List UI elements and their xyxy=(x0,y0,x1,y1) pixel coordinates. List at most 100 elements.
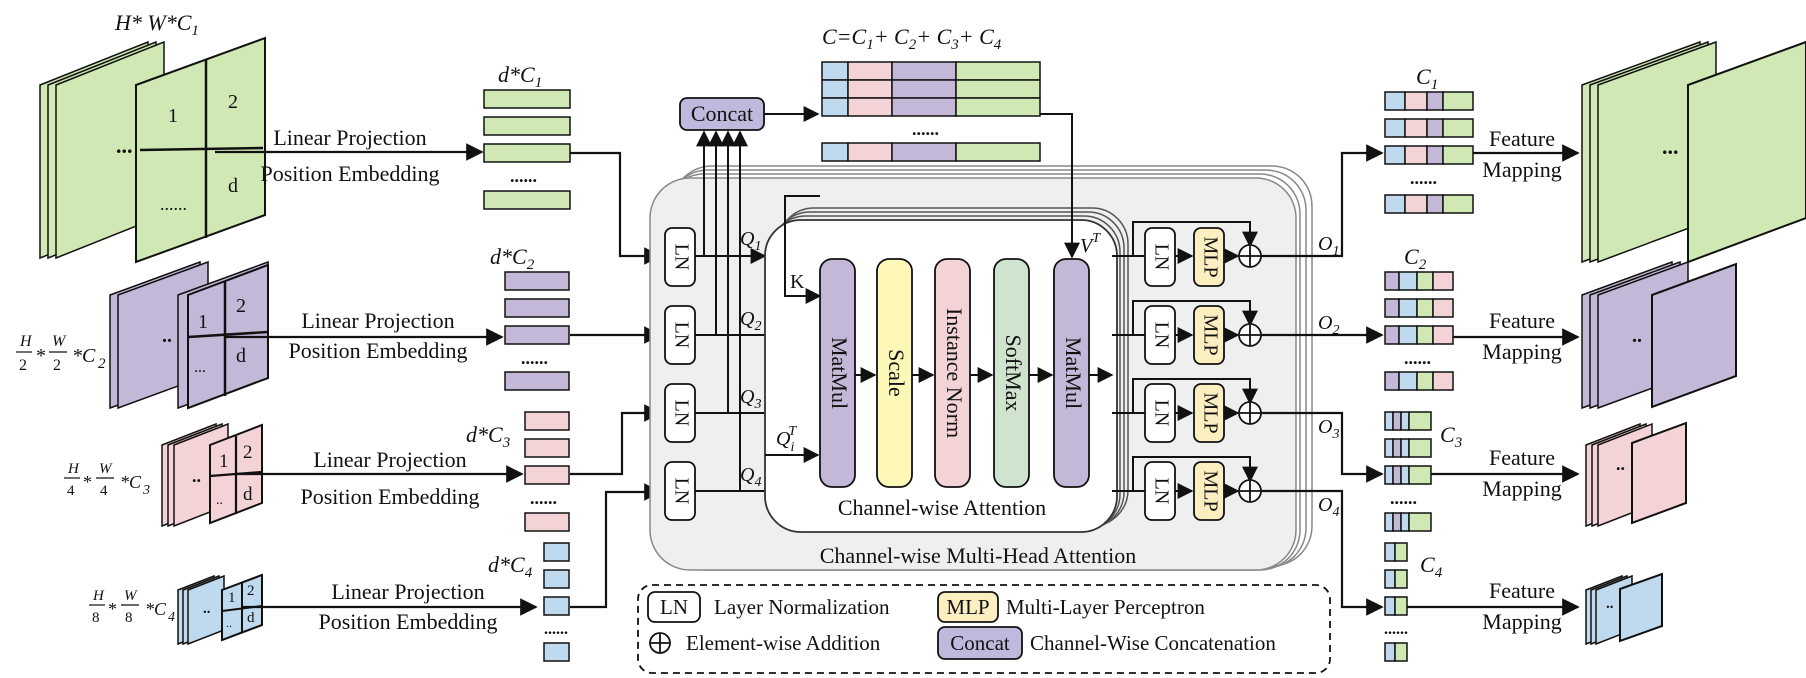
tile-dots: ...... xyxy=(160,194,187,214)
branch-3: LN MLP xyxy=(1112,378,1262,443)
svg-text:LN: LN xyxy=(1150,244,1172,271)
token-dots: ...... xyxy=(530,488,557,508)
tile-label: 1 xyxy=(228,590,236,606)
stack-ellipsis: .. xyxy=(1616,454,1625,474)
token-dots: ...... xyxy=(521,348,548,368)
tile-label: 2 xyxy=(228,91,238,113)
output-c-label: C3 xyxy=(1440,422,1462,451)
tile-label: 1 xyxy=(198,311,208,333)
svg-text:LN: LN xyxy=(1150,400,1172,427)
token-stack-3: d*C3 ...... xyxy=(466,411,570,532)
stack-ellipsis: ... xyxy=(116,133,133,158)
svg-text:Mapping: Mapping xyxy=(1482,609,1561,634)
token-stack-1: d*C1 ...... xyxy=(483,62,571,210)
svg-text:LN: LN xyxy=(670,322,692,349)
tile-label: d xyxy=(243,484,253,505)
svg-text:MLP: MLP xyxy=(1199,392,1221,433)
svg-text:*: * xyxy=(83,472,92,492)
token-to-ln-connectors xyxy=(570,151,662,609)
svg-text:Mapping: Mapping xyxy=(1482,339,1561,364)
token-dots: ...... xyxy=(510,166,537,186)
projection-row-2: Linear Projection Position Embedding xyxy=(225,308,504,363)
svg-text:Feature: Feature xyxy=(1489,308,1555,333)
legend-item-addition: Element-wise Addition xyxy=(649,631,881,655)
svg-text:Instance Norm: Instance Norm xyxy=(942,308,967,438)
concat-token-grid: C=C1+ C2+ C3+ C4 ...... xyxy=(821,24,1041,162)
svg-text:2: 2 xyxy=(19,357,27,374)
token-dim-label: d*C2 xyxy=(490,244,535,273)
query-label: Q3 xyxy=(740,386,761,412)
projection-label-line1: Linear Projection xyxy=(331,579,484,604)
svg-text:*C: *C xyxy=(145,599,167,619)
block-softmax: SoftMax xyxy=(993,258,1030,488)
v-label: VT xyxy=(1080,231,1101,257)
svg-text:*C: *C xyxy=(72,345,96,367)
svg-text:Multi-Layer Perceptron: Multi-Layer Perceptron xyxy=(1006,595,1205,619)
svg-text:MLP: MLP xyxy=(946,595,989,619)
tile-dots: .. xyxy=(226,616,232,630)
svg-text:2: 2 xyxy=(98,356,106,372)
stack-ellipsis: ... xyxy=(1662,134,1679,159)
block-instance-norm: Instance Norm xyxy=(934,258,971,488)
svg-text:8: 8 xyxy=(92,610,100,626)
svg-text:H: H xyxy=(92,588,105,604)
svg-text:LN: LN xyxy=(1150,322,1172,349)
tile-label: d xyxy=(228,175,238,197)
output-feature-map-1: ... xyxy=(1581,40,1806,264)
output-tokens-3: C3 ...... xyxy=(1384,411,1462,532)
svg-text:LN: LN xyxy=(1150,478,1172,505)
block-scale: Scale xyxy=(876,258,913,488)
token-dots: ...... xyxy=(1410,168,1437,188)
svg-text:W: W xyxy=(124,588,138,604)
stack-ellipsis: .. xyxy=(162,325,172,347)
svg-text:MLP: MLP xyxy=(1199,314,1221,355)
query-lines xyxy=(695,248,767,492)
query-label: Q4 xyxy=(740,464,761,490)
svg-text:Layer Normalization: Layer Normalization xyxy=(714,595,890,619)
input-feature-map-3: 1 2 d .. .. H 4 * W 4 *C 3 xyxy=(64,422,263,528)
tile-label: 1 xyxy=(168,105,178,127)
svg-text:MatMul: MatMul xyxy=(1061,337,1086,409)
projection-label-line2: Position Embedding xyxy=(260,161,439,186)
token-dots: ...... xyxy=(1404,348,1431,368)
stack-ellipsis: .. xyxy=(203,601,211,617)
qi-label: QiT xyxy=(776,424,797,455)
svg-text:Feature: Feature xyxy=(1489,578,1555,603)
stack-ellipsis: .. xyxy=(1632,325,1642,347)
input-dim-label: H* W*C1 xyxy=(114,10,199,39)
output-feature-map-3: .. xyxy=(1585,421,1687,528)
cwa-title: Channel-wise Attention xyxy=(838,495,1046,520)
token-dots: ...... xyxy=(544,621,568,638)
token-dim-label: d*C1 xyxy=(498,62,542,91)
block-matmul-2: MatMul xyxy=(1053,258,1090,488)
svg-text:Scale: Scale xyxy=(884,349,909,397)
projection-label-line1: Linear Projection xyxy=(313,447,466,472)
output-c-label: C2 xyxy=(1404,244,1427,273)
output-feature-map-4: .. xyxy=(1585,572,1663,646)
feature-mapping-4: Feature Mapping xyxy=(1407,578,1580,634)
output-label: O3 xyxy=(1318,416,1339,442)
input-dim-label: H 8 * W 8 *C 4 xyxy=(89,588,175,626)
svg-text:H: H xyxy=(67,461,80,477)
token-dim-label: d*C3 xyxy=(466,422,510,451)
block-matmul-1: MatMul xyxy=(819,258,856,488)
query-label: Q2 xyxy=(740,308,761,334)
input-feature-map-1: 1 2 d ...... ... H* W*C1 xyxy=(39,10,266,264)
tile-label: 2 xyxy=(236,295,246,317)
concat-box: Concat xyxy=(679,97,765,131)
projection-row-1: Linear Projection Position Embedding xyxy=(215,125,484,186)
svg-text:2: 2 xyxy=(53,357,61,374)
token-stack-4: d*C4 ...... xyxy=(488,542,570,662)
concat-formula: C=C1+ C2+ C3+ C4 xyxy=(822,24,1002,53)
svg-text:Element-wise Addition: Element-wise Addition xyxy=(686,631,881,655)
svg-text:*: * xyxy=(108,599,117,619)
concat-dots: ...... xyxy=(912,119,939,139)
mha-title: Channel-wise Multi-Head Attention xyxy=(820,543,1137,568)
svg-text:4: 4 xyxy=(168,610,175,625)
query-label: Q1 xyxy=(740,228,761,254)
svg-text:W: W xyxy=(52,333,67,350)
svg-text:*C: *C xyxy=(120,472,142,492)
projection-label-line2: Position Embedding xyxy=(318,609,497,634)
svg-text:3: 3 xyxy=(142,483,150,498)
